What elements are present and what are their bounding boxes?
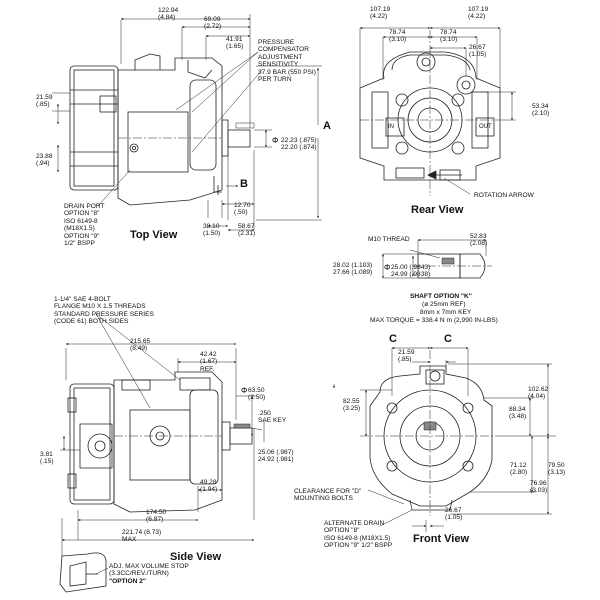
top-view-title: Top View (130, 229, 178, 241)
dim-102-62: 102.62(4.04) (528, 386, 549, 401)
dim-25-06: 25.06 (.987)24.92 (.981) (258, 449, 294, 464)
phi-symbol: Φ (272, 136, 279, 145)
rotation-arrow-label: ROTATION ARROW (474, 192, 534, 199)
shaft-option-title: SHAFT OPTION "K" (410, 293, 472, 300)
volume-stop-note: ADJ. MAX VOLUME STOP(3.3CC/REV./TURN)"OP… (109, 563, 189, 585)
dim-23-88: 23.88(.94) (36, 153, 53, 168)
dim-88-34: 88.34(3.48) (509, 406, 527, 421)
dim-38-10: 38.10(1.50) (203, 223, 221, 238)
side-view-title: Side View (170, 551, 222, 563)
dim-25-00: 25.00 (.9843)24.99 (.9838) (391, 264, 431, 279)
dim-76-96: 76.96(3.03) (530, 480, 548, 495)
dim-49-28: 49.28(1.94) (200, 479, 218, 494)
dim-78-74-right: 78.74(3.10) (440, 29, 458, 44)
side-view-drawing (59, 313, 265, 593)
dim-41-91: 41.91(1.65) (226, 36, 244, 51)
phi-symbol-shaft: Φ (384, 263, 391, 272)
section-a-label: A (323, 120, 331, 132)
dim-122-94: 122.94(4.84) (158, 7, 179, 22)
shaft-max-torque: MAX TORQUE = 338.4 N m (2,990 IN-LBS) (370, 317, 498, 324)
dim-58-67: 58.67(2.31) (238, 223, 256, 238)
m10-thread-label: M10 THREAD (368, 236, 410, 243)
port-out-label: OUT (479, 124, 492, 130)
dim-79-50: 79.50(3.13) (548, 462, 566, 477)
dim-82-55: 82.55(3.25) (343, 398, 361, 413)
shaft-option-drawing (382, 239, 492, 279)
dim-63-50: 63.50(2.50) (248, 387, 266, 402)
dim-215-65: 215.65(8.49) (130, 338, 151, 353)
top-view-drawing (52, 14, 322, 231)
front-view-title: Front View (413, 533, 470, 545)
dim-26-67-front: 26.67(1.05) (445, 507, 463, 522)
dim-21-59: 21.59(.85) (36, 94, 53, 109)
clearance-note: CLEARANCE FOR "D"MOUNTING BOLTS (294, 488, 362, 503)
dim-28-02: 28.02 (1.103)27.66 (1.089) (333, 262, 373, 277)
dim-78-74-left: 78.74(3.10) (389, 29, 407, 44)
section-c-left: C (389, 333, 397, 345)
port-in-label: IN (388, 124, 394, 130)
dim-53-34: 53.34(2.10) (532, 103, 550, 118)
dim-26-67-rear: 26.67(1.05) (469, 44, 487, 59)
dim-107-19-left: 107.19(4.22) (370, 6, 391, 21)
dim-174-50: 174.50(6.87) (146, 509, 167, 524)
dim-3-81: 3.81(.15) (40, 451, 54, 466)
dim-71-12: 71.12(2.80) (510, 462, 528, 477)
rear-view-drawing (359, 27, 516, 196)
dim-107-19-right: 107.19(4.22) (468, 6, 489, 21)
rear-view-title: Rear View (411, 204, 464, 216)
dim-52-83: 52.83(2.08) (470, 233, 488, 248)
dim-21-59-front: 21.59(.85) (398, 349, 415, 364)
front-view-drawing (333, 347, 556, 532)
section-c-right: C (444, 333, 452, 345)
dim-shaft-dia: 22.23 (.875)22.20 (.874) (281, 137, 317, 152)
dim-69-09: 69.09(2.72) (204, 16, 222, 31)
shaft-key-size: 8mm x 7mm KEY (420, 309, 472, 316)
section-b-label: B (240, 178, 248, 190)
dim-12-70: 12.70(.50) (234, 202, 251, 217)
phi-symbol-side: Φ (241, 386, 248, 395)
dim-42-42: 42.42(1.67)REF. (200, 351, 218, 373)
shaft-ref-diameter: (ø 25mm REF) (422, 301, 466, 308)
dim-221-74: 221.74 (8.73)MAX (122, 529, 162, 544)
